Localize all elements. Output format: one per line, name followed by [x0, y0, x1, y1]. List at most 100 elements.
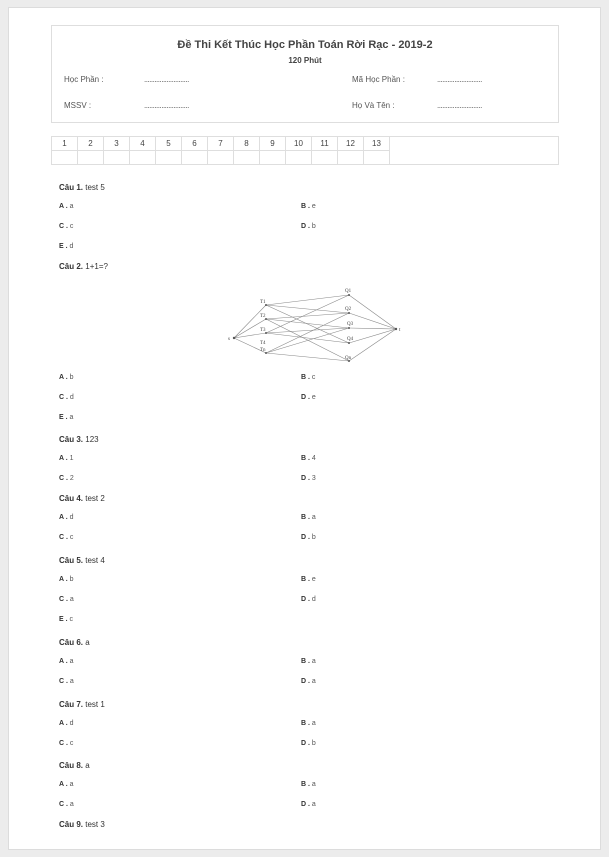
option-value: b — [311, 534, 316, 541]
answer-option[interactable]: E . a — [59, 414, 73, 421]
answer-option[interactable]: A . a — [59, 658, 74, 665]
option-key: C . — [59, 223, 68, 230]
answer-option[interactable]: D . a — [301, 678, 316, 685]
answer-option[interactable]: D . b — [301, 223, 316, 230]
question-number: Câu 4. — [59, 494, 84, 503]
svg-text:Tn: Tn — [260, 348, 266, 353]
option-key: D . — [301, 801, 310, 808]
answer-option[interactable]: D . a — [301, 801, 316, 808]
option-key: A . — [59, 203, 68, 210]
option-value: d — [69, 243, 74, 250]
answer-option[interactable]: D . b — [301, 534, 316, 541]
answer-grid-cell[interactable] — [311, 150, 338, 164]
answer-option[interactable]: C . 2 — [59, 475, 74, 482]
answer-grid-cell[interactable] — [259, 150, 286, 164]
answer-option[interactable]: E . c — [59, 616, 73, 623]
option-key: B . — [301, 374, 310, 381]
answer-option[interactable]: A . a — [59, 781, 74, 788]
option-value: a — [311, 801, 316, 808]
question-3: Câu 3. 123 — [59, 435, 99, 444]
answer-option[interactable]: C . a — [59, 596, 74, 603]
answer-grid-number: 9 — [259, 137, 286, 151]
answer-option[interactable]: C . c — [59, 534, 73, 541]
option-key: D . — [301, 678, 310, 685]
answer-grid-number: 7 — [207, 137, 234, 151]
option-value: b — [69, 374, 74, 381]
option-value: d — [69, 720, 74, 727]
answer-option[interactable]: C . a — [59, 801, 74, 808]
answer-option[interactable]: D . e — [301, 394, 316, 401]
answer-grid-cell[interactable] — [285, 150, 312, 164]
answer-option[interactable]: A . d — [59, 514, 74, 521]
option-value: a — [69, 801, 74, 808]
option-key: B . — [301, 514, 310, 521]
answer-option[interactable]: D . 3 — [301, 475, 316, 482]
option-key: A . — [59, 374, 68, 381]
option-key: E . — [59, 616, 68, 623]
answer-grid-number: 3 — [103, 137, 130, 151]
answer-option[interactable]: C . c — [59, 740, 73, 747]
option-key: C . — [59, 740, 68, 747]
question-text: a — [85, 638, 90, 647]
answer-option[interactable]: B . e — [301, 576, 316, 583]
option-key: C . — [59, 596, 68, 603]
option-key: D . — [301, 740, 310, 747]
question-number: Câu 3. — [59, 435, 84, 444]
answer-option[interactable]: C . c — [59, 223, 73, 230]
option-value: b — [311, 740, 316, 747]
svg-text:Qn: Qn — [345, 356, 352, 361]
answer-option[interactable]: C . a — [59, 678, 74, 685]
answer-option[interactable]: E . d — [59, 243, 73, 250]
option-value: a — [69, 781, 74, 788]
answer-option[interactable]: A . a — [59, 203, 74, 210]
answer-option[interactable]: D . b — [301, 740, 316, 747]
answer-option[interactable]: B . c — [301, 374, 315, 381]
answer-option[interactable]: B . a — [301, 514, 316, 521]
course-label: Học Phần : — [64, 75, 104, 84]
answer-grid-cell[interactable] — [363, 150, 390, 164]
answer-grid-cell[interactable] — [181, 150, 208, 164]
question-5: Câu 5. test 4 — [59, 556, 105, 565]
answer-grid-cell[interactable] — [155, 150, 182, 164]
question-text: 123 — [85, 435, 99, 444]
source-node-label: s — [228, 337, 230, 342]
student-name-label: Họ Và Tên : — [352, 101, 395, 110]
answer-option[interactable]: B . 4 — [301, 455, 316, 462]
option-key: B . — [301, 455, 310, 462]
answer-option[interactable]: A . 1 — [59, 455, 74, 462]
svg-text:Q4: Q4 — [347, 337, 354, 342]
answer-option[interactable]: A . d — [59, 720, 74, 727]
answer-option[interactable]: B . a — [301, 720, 316, 727]
answer-grid-cell[interactable] — [233, 150, 260, 164]
option-value: 3 — [311, 475, 316, 482]
question-number: Câu 2. — [59, 262, 84, 271]
option-key: C . — [59, 475, 68, 482]
svg-text:Q2: Q2 — [345, 307, 352, 312]
answer-grid-cell[interactable] — [103, 150, 130, 164]
answer-option[interactable]: B . a — [301, 658, 316, 665]
answer-grid-cell[interactable] — [52, 150, 78, 164]
answer-option[interactable]: A . b — [59, 576, 74, 583]
option-value: a — [69, 658, 74, 665]
answer-option[interactable]: B . a — [301, 781, 316, 788]
option-key: B . — [301, 658, 310, 665]
answer-grid-cell[interactable] — [207, 150, 234, 164]
answer-option[interactable]: C . d — [59, 394, 74, 401]
question-number: Câu 9. — [59, 820, 84, 829]
svg-text:T1: T1 — [260, 300, 266, 305]
option-key: A . — [59, 514, 68, 521]
answer-grid-cell[interactable] — [77, 150, 104, 164]
answer-option[interactable]: D . d — [301, 596, 316, 603]
question-6: Câu 6. a — [59, 638, 90, 647]
question-2: Câu 2. 1+1=? — [59, 262, 108, 271]
answer-grid-cell[interactable] — [129, 150, 156, 164]
option-value: a — [311, 781, 316, 788]
option-value: a — [69, 414, 74, 421]
answer-grid-number: 6 — [181, 137, 208, 151]
answer-grid-number: 4 — [129, 137, 156, 151]
svg-text:Q1: Q1 — [345, 289, 352, 294]
question-text: test 2 — [85, 494, 105, 503]
answer-option[interactable]: A . b — [59, 374, 74, 381]
answer-grid-cell[interactable] — [337, 150, 364, 164]
answer-option[interactable]: B . e — [301, 203, 316, 210]
